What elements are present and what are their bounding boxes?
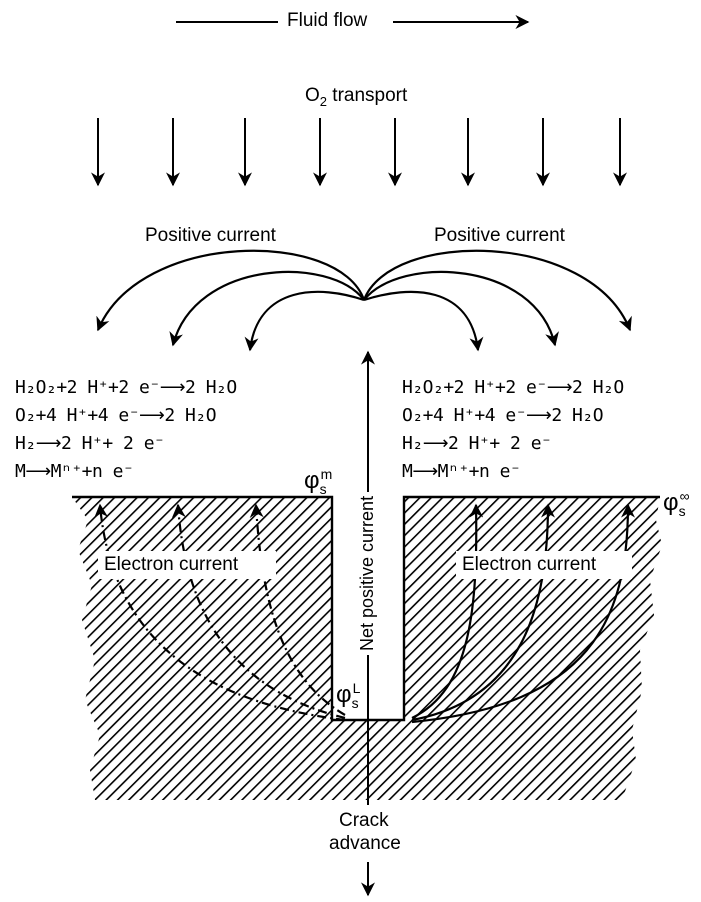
reaction-left-3: H₂⟶2 H⁺+ 2 e⁻ [15,433,165,454]
phi-symbol: φ [336,681,352,708]
phi-l-sub: s [351,694,359,711]
electron-current-right-label: Electron current [462,554,597,575]
o2-transport-label: O2 transport [305,85,407,109]
o2-base: O [305,85,320,106]
phi-s-inf-label: φs∞ [663,488,696,519]
positive-current-right-label: Positive current [434,225,565,246]
reaction-left-1: H₂O₂+2 H⁺+2 e⁻⟶2 H₂O [15,377,237,398]
phi-symbol: φ [304,467,320,494]
phi-m-sup: m [320,466,333,482]
phi-s-m-label: φsm [304,466,338,497]
reaction-right-4: M⟶Mⁿ⁺+n e⁻ [402,461,521,482]
electron-current-right [411,503,635,724]
phi-m-sub: s [319,480,327,497]
reaction-right-3: H₂⟶2 H⁺+ 2 e⁻ [402,433,552,454]
crack-advance-label-line2: advance [329,833,401,854]
crack-advance-label-line1: Crack [339,810,389,831]
electron-label-right-bg [456,551,632,579]
phi-inf-sup: ∞ [679,488,690,504]
positive-current-arcs [96,249,632,352]
phi-symbol: φ [663,489,679,516]
electron-current-left [94,503,346,722]
electron-current-left-label: Electron current [104,554,239,575]
net-positive-current-label: Net positive current [357,491,378,655]
o2-transport-arrows [91,118,627,187]
fluid-flow-label: Fluid flow [287,10,368,31]
reaction-right-1: H₂O₂+2 H⁺+2 e⁻⟶2 H₂O [402,377,624,398]
positive-current-left-label: Positive current [145,225,276,246]
o2-sub: 2 [319,93,328,109]
phi-l-sup: L [352,680,361,696]
reaction-left-2: O₂+4 H⁺+4 e⁻⟶2 H₂O [15,405,217,426]
crack-advance-label-bg [320,805,416,863]
reaction-left-4: M⟶Mⁿ⁺+n e⁻ [15,461,134,482]
reaction-right-2: O₂+4 H⁺+4 e⁻⟶2 H₂O [402,405,604,426]
o2-rest: transport [327,85,408,106]
phi-s-l-label: φsL [336,680,366,711]
electron-label-left-bg [98,551,276,579]
phi-inf-sub: s [678,502,686,519]
